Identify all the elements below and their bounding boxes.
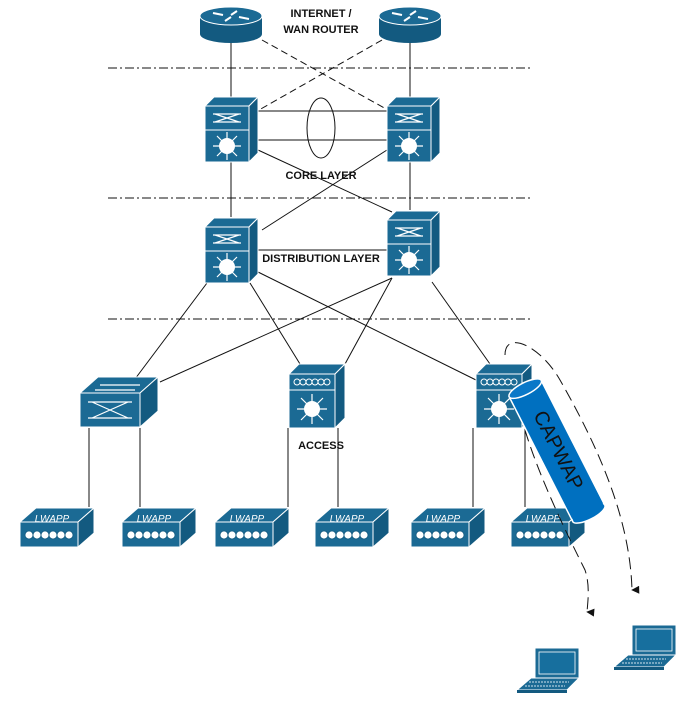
svg-text:LWAPP: LWAPP bbox=[330, 514, 365, 525]
wan-label-line1: INTERNET / bbox=[290, 8, 351, 20]
wan-router-right[interactable] bbox=[378, 6, 442, 44]
svg-text:LWAPP: LWAPP bbox=[526, 514, 561, 525]
core-switch-right[interactable] bbox=[386, 96, 441, 163]
distribution-layer-label: DISTRIBUTION LAYER bbox=[262, 253, 380, 265]
etherchannel-ellipse bbox=[306, 97, 336, 159]
access-workgroup-switch[interactable] bbox=[78, 375, 160, 429]
laptop-client-right[interactable] bbox=[613, 624, 677, 671]
wan-router-left[interactable] bbox=[199, 6, 263, 44]
access-switch-middle[interactable] bbox=[288, 363, 346, 429]
capwap-path-left bbox=[524, 429, 595, 617]
access-point-1[interactable]: LWAPP bbox=[19, 507, 95, 548]
access-point-6[interactable]: LWAPP bbox=[510, 507, 586, 548]
core-layer-label: CORE LAYER bbox=[285, 170, 356, 182]
access-layer-label: ACCESS bbox=[298, 440, 344, 452]
svg-text:LWAPP: LWAPP bbox=[35, 514, 70, 525]
distribution-switch-left[interactable] bbox=[204, 217, 259, 284]
capwap-tunnel: CAPWAP bbox=[508, 378, 606, 524]
distribution-switch-right[interactable] bbox=[386, 210, 441, 277]
capwap-path-right bbox=[504, 342, 640, 594]
svg-text:LWAPP: LWAPP bbox=[230, 514, 265, 525]
core-switch-left[interactable] bbox=[204, 96, 259, 163]
laptop-client-left[interactable] bbox=[516, 647, 580, 694]
svg-text:LWAPP: LWAPP bbox=[426, 514, 461, 525]
access-point-2[interactable]: LWAPP bbox=[121, 507, 197, 548]
access-point-4[interactable]: LWAPP bbox=[314, 507, 390, 548]
access-point-5[interactable]: LWAPP bbox=[410, 507, 486, 548]
wan-label-line2: WAN ROUTER bbox=[283, 24, 358, 36]
links bbox=[88, 39, 526, 507]
svg-text:LWAPP: LWAPP bbox=[137, 514, 172, 525]
access-point-3[interactable]: LWAPP bbox=[214, 507, 290, 548]
